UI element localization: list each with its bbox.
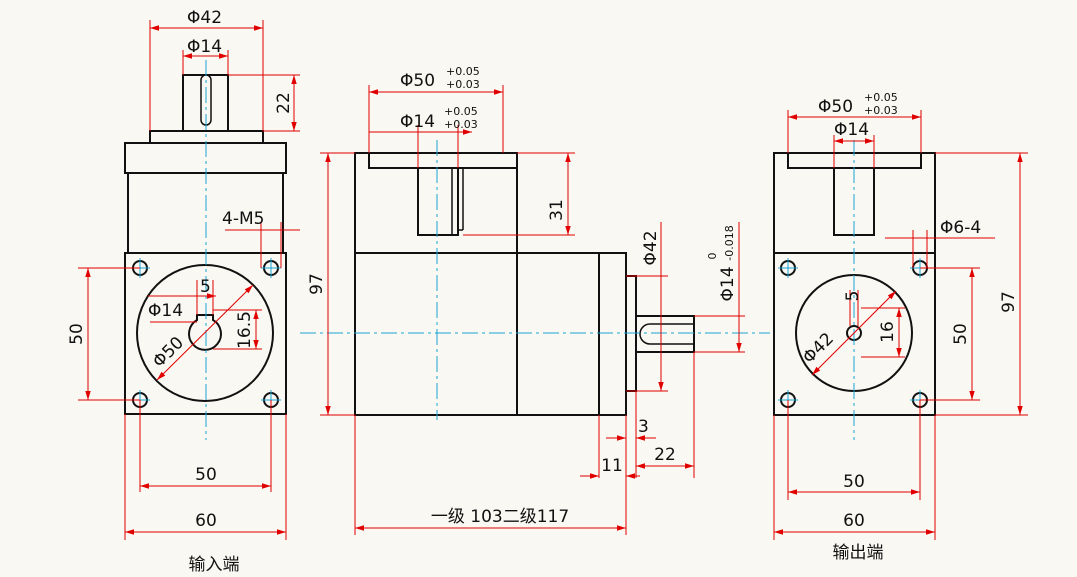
output-view-title: 输出端 <box>833 543 884 563</box>
output-dim-bore: Φ14 <box>834 120 869 140</box>
side-output-flange <box>598 252 627 416</box>
input-dim-key-depth: 16.5 <box>235 311 255 349</box>
output-dim-holes: Φ6-4 <box>940 218 981 238</box>
side-dim-bore: Φ14 <box>400 112 435 132</box>
output-dim-pilot-tol-upper: +0.05 <box>864 91 898 104</box>
side-dim-bore-tol-lower: +0.03 <box>444 118 478 131</box>
output-dim-hole-v: 50 <box>951 323 971 345</box>
side-view: Φ50 +0.05 +0.03 Φ14 +0.05 +0.03 31 97 Φ4… <box>300 65 770 535</box>
side-dim-shaft-tol-upper: 0 <box>706 253 719 260</box>
input-view: Φ42 Φ14 22 4-M5 Φ14 5 16.5 Φ50 50 50 60 … <box>67 8 300 575</box>
output-dim-hole-h: 50 <box>843 472 865 492</box>
side-dim-flange: Φ42 <box>641 230 661 265</box>
output-dim-height: 97 <box>999 291 1019 313</box>
input-dim-hole-v: 50 <box>67 323 87 345</box>
side-dim-pilot-tol-upper: +0.05 <box>446 65 480 78</box>
side-dim-11: 11 <box>601 456 623 476</box>
input-dim-hole-h: 50 <box>195 465 217 485</box>
input-dim-phi14: Φ14 <box>187 37 222 57</box>
side-output-shaft <box>635 315 695 353</box>
input-view-title: 输入端 <box>189 555 240 575</box>
input-dim-key: 5 <box>200 277 211 297</box>
side-dim-shaft-tol-lower: -0.018 <box>723 225 736 260</box>
side-bore <box>417 167 459 236</box>
output-dim-key: 5 <box>843 291 863 302</box>
input-dim-pcd: Φ50 <box>149 333 188 372</box>
input-dim-phi42: Φ42 <box>187 8 222 28</box>
output-dim-key-depth: 16 <box>878 321 898 343</box>
input-dim-bore: Φ14 <box>148 301 183 321</box>
input-dim-shaft-len: 22 <box>274 92 294 114</box>
input-dim-width: 60 <box>195 511 217 531</box>
side-dim-pilot: Φ50 <box>400 71 435 91</box>
side-body <box>354 152 518 416</box>
side-dim-22: 22 <box>654 445 676 465</box>
side-dim-bore-depth: 31 <box>547 199 567 221</box>
side-dim-bore-tol-upper: +0.05 <box>444 105 478 118</box>
side-gear-housing <box>516 252 600 416</box>
side-dim-shaft: Φ14 <box>718 266 738 301</box>
side-dim-pilot-tol-lower: +0.03 <box>446 78 480 91</box>
side-dim-length: 一级 103二级117 <box>431 507 569 527</box>
output-dim-pilot-tol-lower: +0.03 <box>864 104 898 117</box>
output-dim-pilot: Φ50 <box>818 97 853 117</box>
input-dim-holes: 4-M5 <box>222 209 264 229</box>
output-view: Φ50 +0.05 +0.03 Φ14 Φ6-4 5 16 Φ42 50 97 … <box>773 91 1028 563</box>
side-output-keyway <box>639 323 694 345</box>
output-dim-width: 60 <box>843 511 865 531</box>
side-pilot <box>368 152 518 169</box>
side-dim-height: 97 <box>307 273 327 295</box>
input-pcd-circle <box>136 264 274 402</box>
side-dim-3: 3 <box>638 417 649 437</box>
